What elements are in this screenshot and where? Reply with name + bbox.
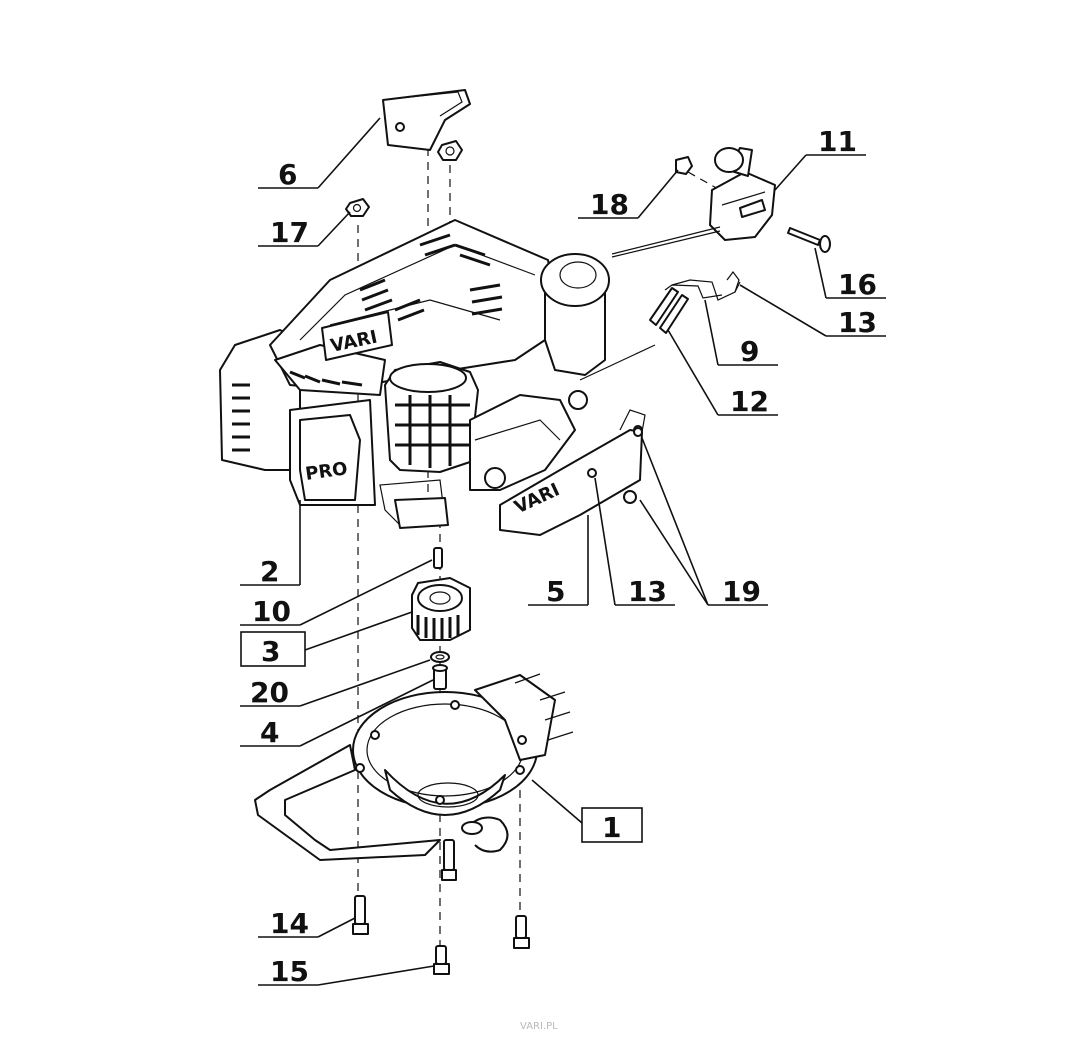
callout-12: 12 [730,385,769,418]
part-1-mounting-frame [254,673,574,861]
callout-box-1 [581,807,643,843]
callout-3: 3 [261,635,280,668]
callout-4: 4 [260,716,279,749]
part-10-key [433,547,443,569]
callout-box-3 [240,631,306,667]
part-5-shield-plate: VARI [499,409,646,536]
part-18-nut [675,156,693,175]
bolt-right [513,915,530,949]
part-6-bracket [382,89,471,151]
part-16-bolt [787,227,831,253]
bolt-center [441,839,457,881]
part-11-throttle-control [709,147,776,241]
part-20-washer [430,651,450,663]
footer-watermark: VARI.PL [520,1021,558,1032]
callout-11: 11 [818,125,857,158]
callout-10: 10 [252,595,291,628]
callout-20: 20 [250,676,289,709]
engine-assembly: VARI PRO [219,219,610,529]
callout-5: 5 [546,575,565,608]
part-15-bolt [433,945,450,975]
callout-19: 19 [722,575,761,608]
callout-6: 6 [278,158,297,191]
callout-13-upper: 13 [838,306,877,339]
callout-15: 15 [270,955,309,988]
part-3-pulley [411,577,471,641]
part-4-bolt [432,664,448,690]
part-17-nut [345,198,370,217]
throttle-cable [611,226,721,258]
callout-1: 1 [602,811,621,844]
callout-17: 17 [270,216,309,249]
part-19-nut [623,427,643,504]
callout-14: 14 [270,907,309,940]
callout-13-lower: 13 [628,575,667,608]
part-12-cable-end [579,287,689,381]
callout-18: 18 [590,188,629,221]
part-14-bolt [352,895,369,935]
part-nut-top [437,140,463,161]
callout-2: 2 [260,555,279,588]
callout-16: 16 [838,268,877,301]
part-13-spring [726,271,740,293]
leader-lines [240,117,886,986]
callout-9: 9 [740,335,759,368]
